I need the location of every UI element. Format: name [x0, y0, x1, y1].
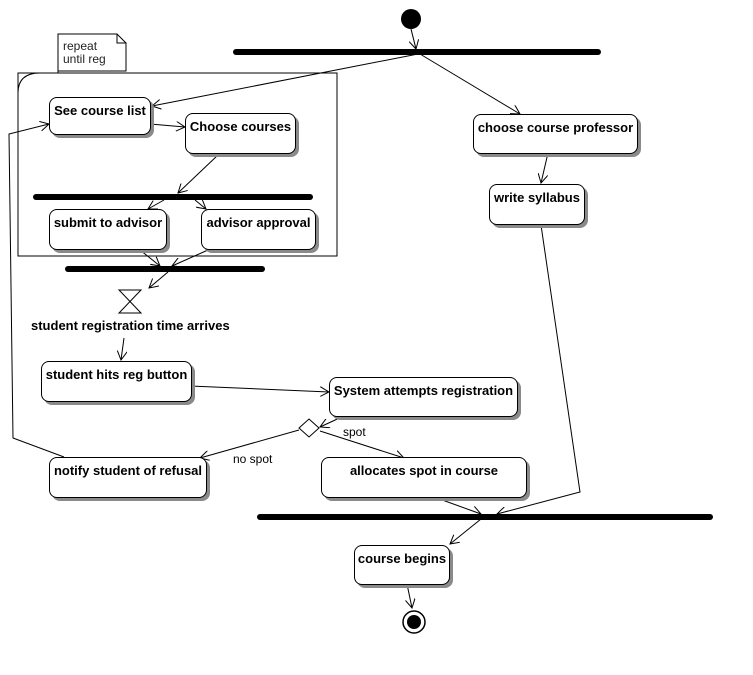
- edge-initial-to-fork: [411, 28, 416, 49]
- loop-note-line2: until reg: [63, 52, 106, 66]
- fork-bar-top: [233, 49, 601, 55]
- initial-node: [401, 9, 421, 29]
- fork-bar-advisor: [33, 194, 313, 200]
- action-choose-courses[interactable]: Choose courses: [185, 113, 296, 154]
- action-course-begins[interactable]: course begins: [354, 545, 450, 585]
- loop-region: [17, 72, 338, 257]
- edge-decision-to-refusal: [200, 429, 300, 458]
- action-see-course-list[interactable]: See course list: [49, 97, 151, 135]
- note-shape: [57, 33, 127, 72]
- decision-node: [298, 418, 320, 438]
- time-event-label: student registration time arrives: [31, 318, 230, 333]
- edge-fork2-to-approval: [194, 200, 206, 209]
- final-node: [402, 610, 426, 634]
- join-bar-advisor: [65, 266, 265, 272]
- join-bar-bottom: [257, 514, 713, 520]
- loop-region-corner: [17, 72, 45, 95]
- action-submit-to-advisor[interactable]: submit to advisor: [49, 209, 167, 250]
- edge-approval-to-join: [172, 249, 209, 266]
- edge-fork2-to-submit: [148, 199, 165, 209]
- action-system-attempts-registration[interactable]: System attempts registration: [329, 377, 518, 417]
- time-event-hourglass-icon: [117, 289, 143, 314]
- action-write-syllabus[interactable]: write syllabus: [489, 184, 585, 225]
- loop-note: repeat until reg: [63, 40, 106, 66]
- edge-fork-to-choose-professor: [419, 53, 520, 114]
- loop-note-line1: repeat: [63, 39, 98, 53]
- edge-time-event-to-hits-reg: [121, 337, 124, 360]
- action-choose-course-professor[interactable]: choose course professor: [473, 114, 638, 154]
- edge-hits-reg-to-system: [189, 385, 329, 392]
- action-student-hits-reg-button[interactable]: student hits reg button: [41, 361, 192, 402]
- edge-course-begins-to-final: [407, 583, 412, 608]
- edge-decision-to-allocate: [319, 430, 404, 458]
- edge-allocate-to-join3: [433, 496, 481, 514]
- edge-system-to-decision: [320, 414, 347, 427]
- edge-refusal-loop-back: [8, 124, 65, 458]
- action-advisor-approval[interactable]: advisor approval: [201, 209, 316, 250]
- edge-choose-to-fork2: [178, 154, 219, 193]
- edge-professor-to-syllabus: [541, 152, 549, 183]
- loop-region-corner-diag: [18, 73, 45, 95]
- edge-join-to-time-event: [149, 271, 169, 288]
- action-allocates-spot-in-course[interactable]: allocates spot in course: [321, 457, 527, 498]
- edge-see-to-choose: [149, 124, 185, 127]
- guard-spot-label: spot: [343, 425, 366, 439]
- edges: [8, 28, 581, 608]
- edge-fork-to-see-course-list: [152, 53, 419, 106]
- action-notify-student-of-refusal[interactable]: notify student of refusal: [49, 457, 207, 498]
- edge-submit-to-join: [139, 249, 160, 266]
- edge-syllabus-to-join3: [497, 224, 581, 514]
- guard-no-spot-label: no spot: [233, 452, 273, 466]
- edge-join3-to-course-begins: [450, 518, 482, 544]
